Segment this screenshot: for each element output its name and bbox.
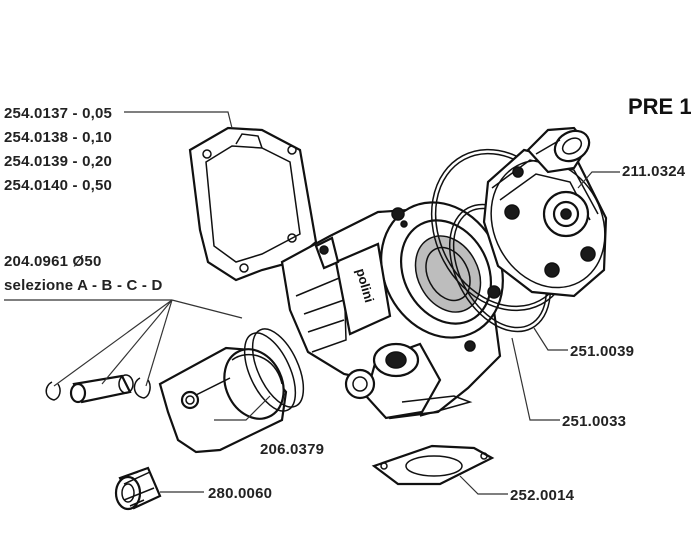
label-head-gasket-005: 254.0137 - 0,05 — [4, 105, 112, 122]
piston-rings-drawing — [243, 328, 305, 412]
label-head-gasket-010: 254.0138 - 0,10 — [4, 129, 112, 146]
label-piston-selection: selezione A - B - C - D — [4, 277, 163, 294]
needle-bearing-drawing — [114, 466, 162, 511]
label-piston-rings: 206.0379 — [260, 441, 324, 458]
label-outer-oring: 251.0039 — [570, 343, 634, 360]
circlip-drawing — [45, 377, 151, 401]
label-cylinder-head: 211.0324 — [622, 163, 686, 180]
label-needle-bearing: 280.0060 — [208, 485, 272, 502]
cylinder-drawing: polini — [280, 201, 504, 420]
label-base-gasket: 252.0014 — [510, 487, 575, 504]
label-head-gasket-020: 254.0139 - 0,20 — [4, 153, 112, 170]
diagram-title: PRE 1 — [628, 94, 692, 119]
piston-drawing — [158, 346, 288, 454]
leader-lines — [4, 111, 620, 495]
base-gasket-drawing — [371, 444, 495, 486]
cylinder-head-drawing — [482, 126, 608, 298]
piston-pin-drawing — [69, 374, 134, 404]
label-piston-code: 204.0961 Ø50 — [4, 253, 101, 270]
label-head-gasket-050: 254.0140 - 0,50 — [4, 177, 112, 194]
label-inner-oring: 251.0033 — [562, 413, 626, 430]
